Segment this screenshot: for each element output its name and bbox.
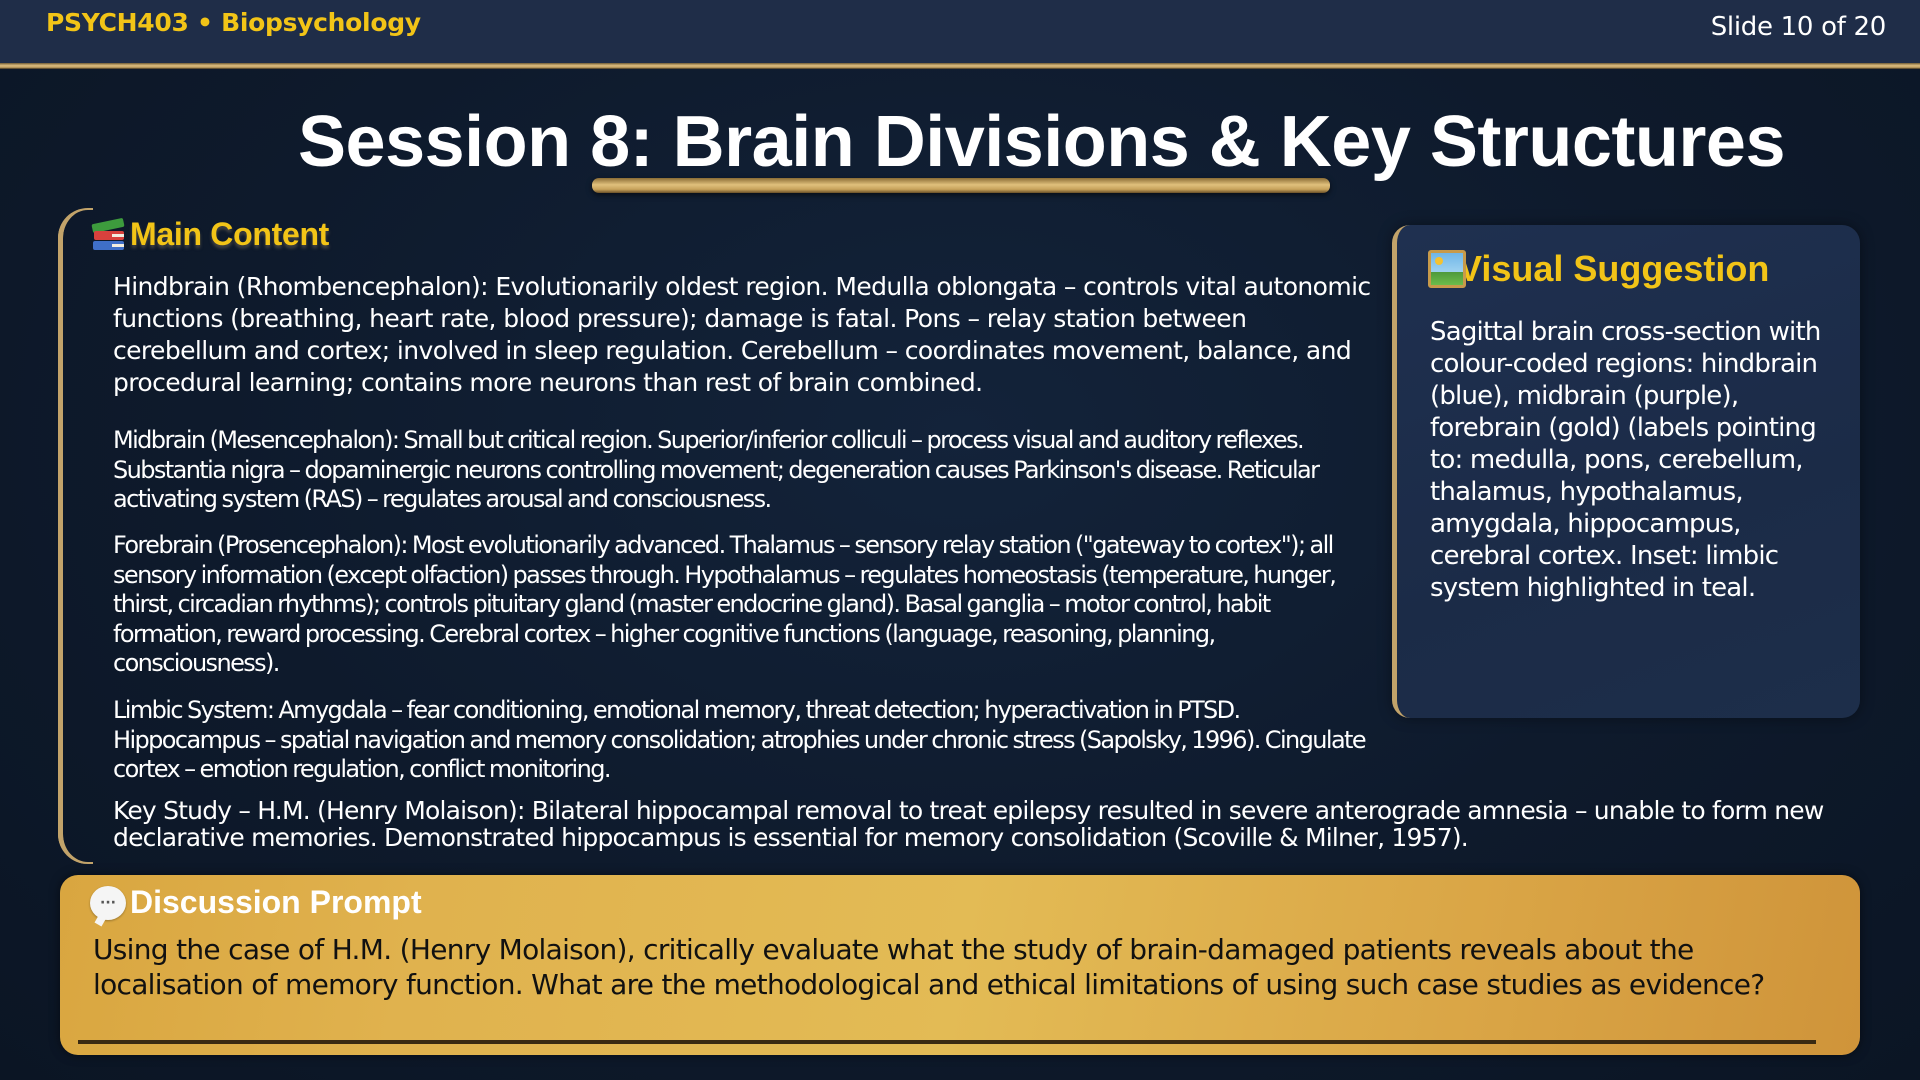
slide-counter: Slide 10 of 20 <box>1710 12 1887 42</box>
paragraph-hindbrain: Hindbrain (Rhombencephalon): Evolutionar… <box>113 272 1371 397</box>
main-content-bracket <box>58 208 98 864</box>
paragraph-key-study: Key Study – H.M. (Henry Molaison): Bilat… <box>113 796 1824 852</box>
paragraph-forebrain: Forebrain (Prosencephalon): Most evoluti… <box>113 531 1337 677</box>
visual-suggestion-heading: Visual Suggestion <box>1428 248 1769 290</box>
discussion-underline <box>78 1040 1816 1044</box>
discussion-prompt-text: Using the case of H.M. (Henry Molaison),… <box>93 933 1765 1001</box>
speech-bubble-icon: ··· <box>90 885 126 920</box>
header-bar: PSYCH403 • Biopsychology Slide 10 of 20 <box>0 0 1920 63</box>
discussion-prompt-heading: ··· Discussion Prompt <box>90 884 422 921</box>
books-icon <box>90 217 128 253</box>
course-title: PSYCH403 • Biopsychology <box>46 8 421 37</box>
visual-suggestion-text: Sagittal brain cross-section with colour… <box>1430 317 1821 603</box>
discussion-prompt-box <box>60 875 1860 1055</box>
discussion-prompt-label: Discussion Prompt <box>130 884 422 920</box>
visual-suggestion-label: Visual Suggestion <box>1458 248 1770 289</box>
framed-picture-icon <box>1428 250 1466 288</box>
header-divider <box>0 63 1920 69</box>
paragraph-midbrain: Midbrain (Mesencephalon): Small but crit… <box>113 426 1320 513</box>
slide-title: Session 8: Brain Divisions & Key Structu… <box>298 102 1785 182</box>
visual-suggestion-panel <box>1392 225 1860 718</box>
main-content-heading: Main Content <box>90 216 329 253</box>
main-content-label: Main Content <box>130 216 330 252</box>
paragraph-limbic-system: Limbic System: Amygdala – fear condition… <box>113 696 1367 783</box>
title-underline <box>592 178 1330 193</box>
